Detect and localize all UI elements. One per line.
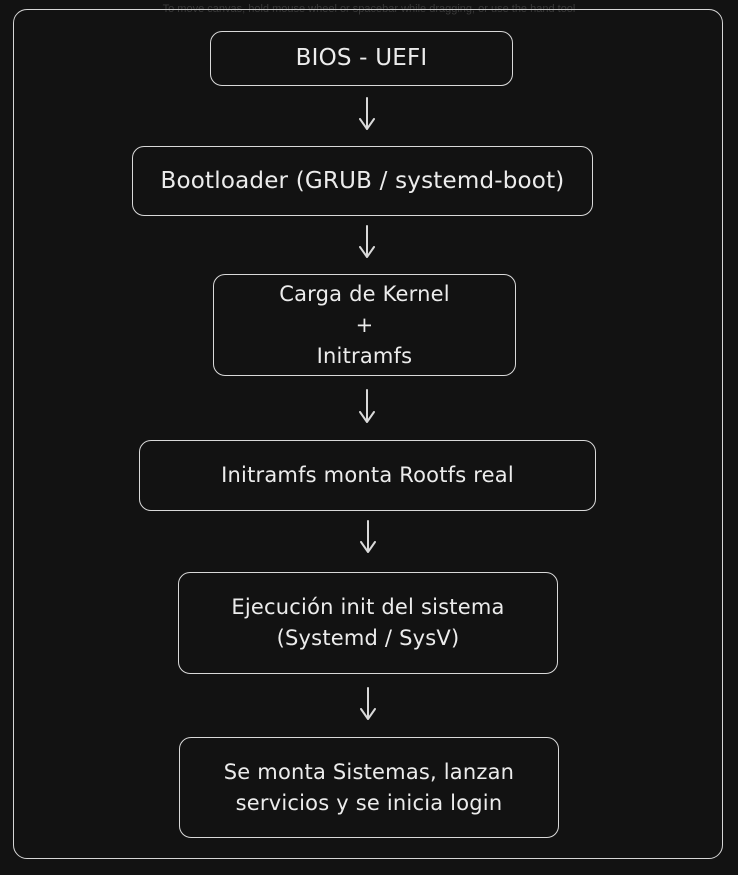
node-bootloader[interactable]: Bootloader (GRUB / systemd-boot) bbox=[132, 146, 593, 216]
node-rootfs-label: Initramfs monta Rootfs real bbox=[221, 463, 514, 487]
node-bootloader-label: Bootloader (GRUB / systemd-boot) bbox=[160, 167, 565, 194]
node-rootfs[interactable]: Initramfs monta Rootfs real bbox=[139, 440, 596, 511]
node-services-login[interactable]: Se monta Sistemas, lanzan servicios y se… bbox=[179, 737, 559, 838]
node-kernel-initramfs-label: Carga de Kernel + Initramfs bbox=[279, 281, 450, 368]
node-services-login-label: Se monta Sistemas, lanzan servicios y se… bbox=[223, 759, 515, 815]
node-init-system-label: Ejecución init del sistema (Systemd / Sy… bbox=[231, 595, 505, 650]
node-bios-uefi-label: BIOS - UEFI bbox=[295, 45, 428, 71]
node-init-system[interactable]: Ejecución init del sistema (Systemd / Sy… bbox=[178, 572, 558, 674]
node-kernel-initramfs[interactable]: Carga de Kernel + Initramfs bbox=[213, 274, 516, 376]
node-bios-uefi[interactable]: BIOS - UEFI bbox=[210, 31, 513, 86]
diagram-frame bbox=[13, 9, 723, 859]
